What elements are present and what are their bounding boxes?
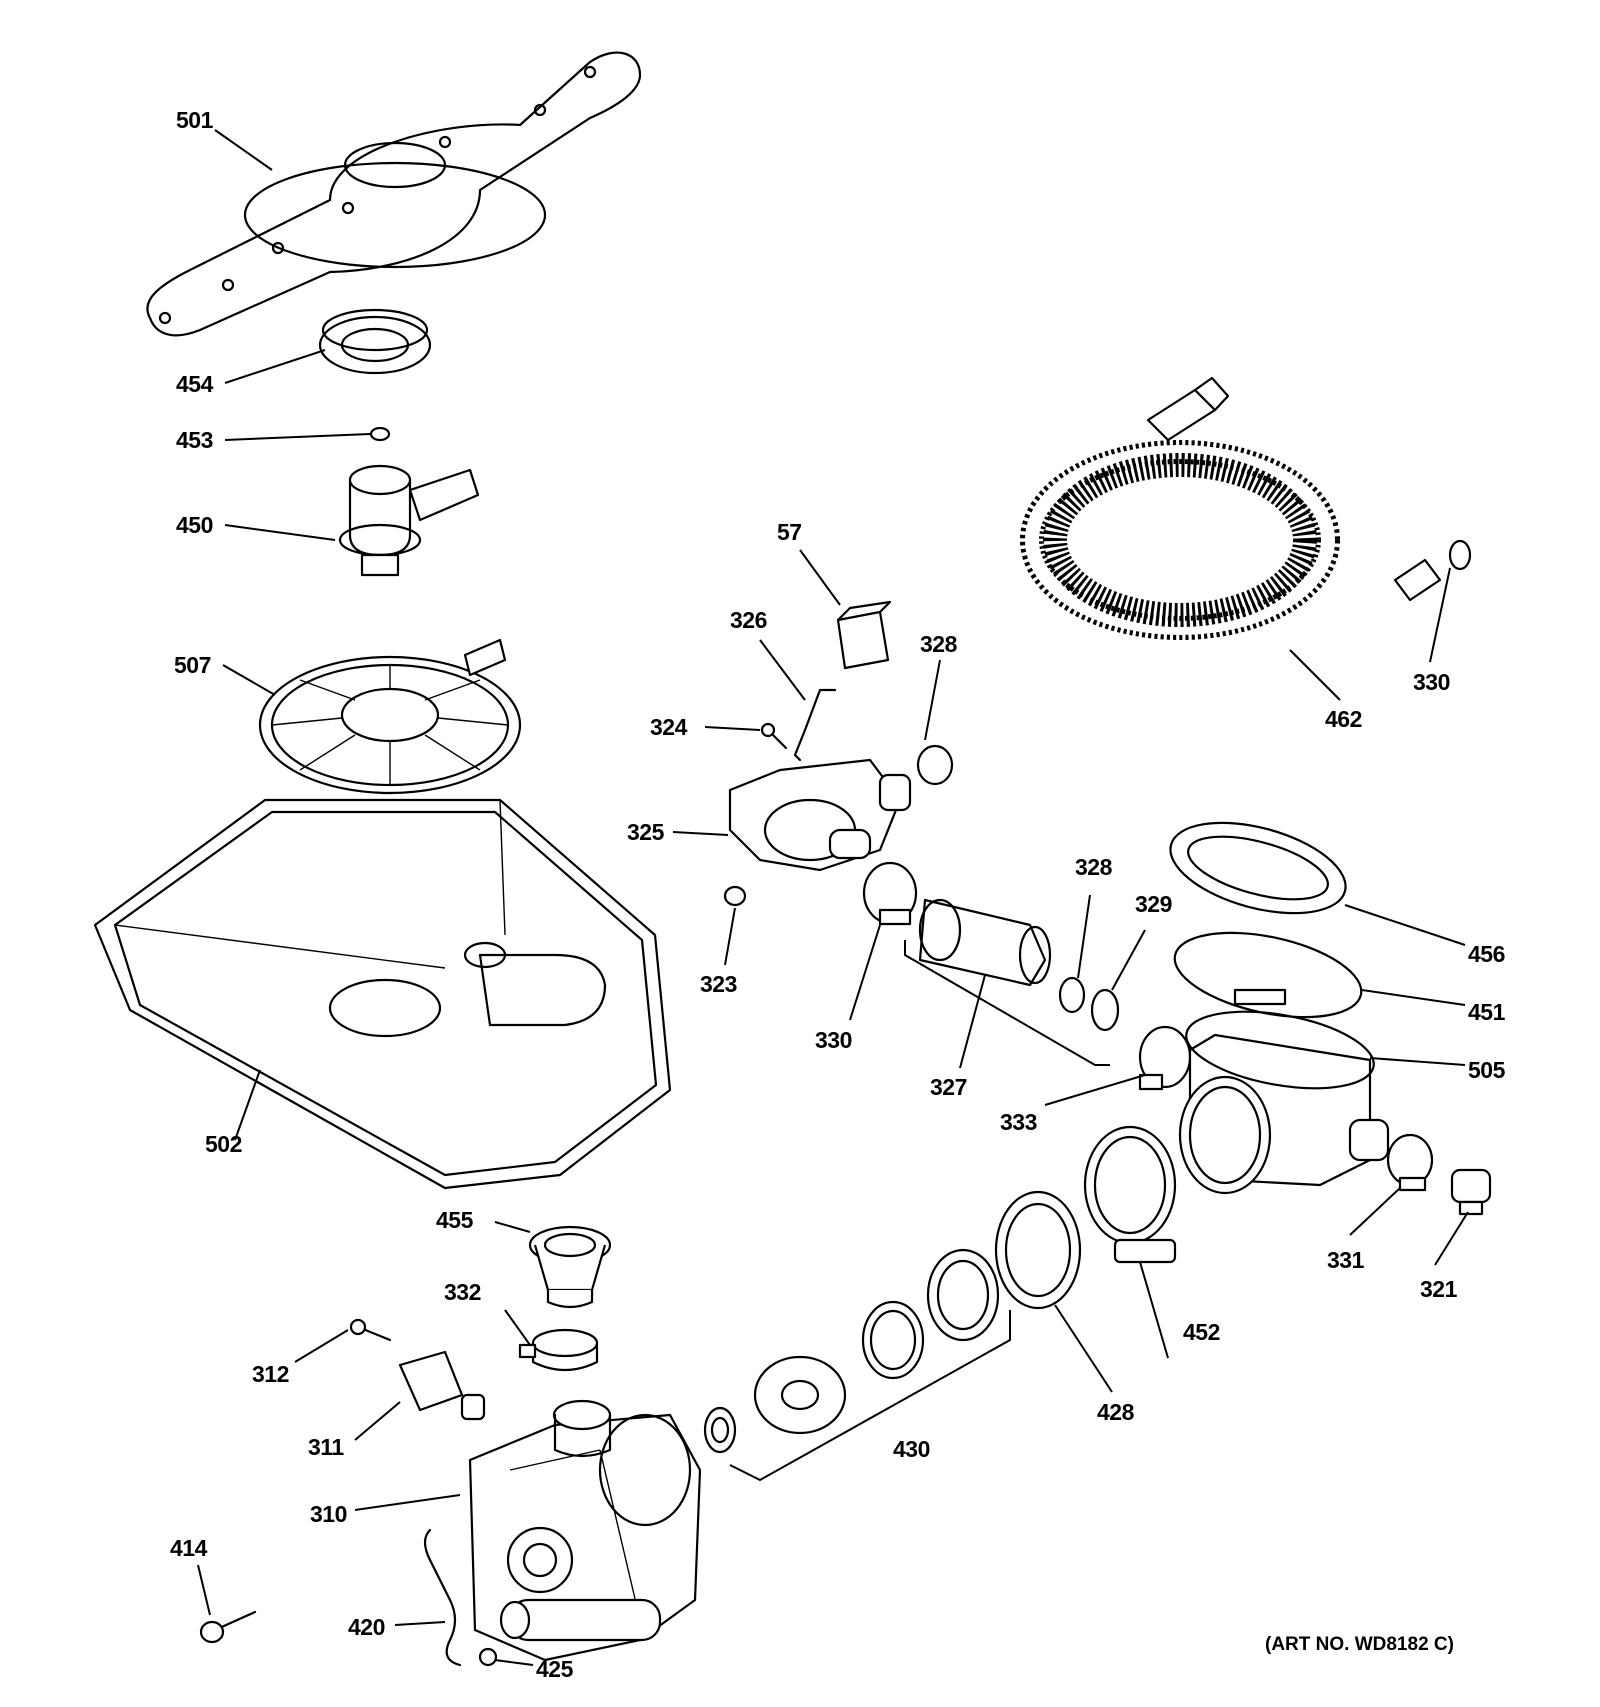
callout-501: 501 (176, 107, 214, 133)
part-455-boot (528, 1225, 612, 1309)
callout-328-upper: 328 (920, 631, 958, 657)
callout-330-middle: 330 (815, 1027, 852, 1053)
part-428-seal (994, 1190, 1082, 1310)
part-502-sump-tray (93, 798, 672, 1190)
callout-452: 452 (1183, 1319, 1220, 1345)
part-507-filter (258, 638, 522, 795)
callout-428: 428 (1097, 1399, 1135, 1425)
part-452-clamp (1083, 1125, 1177, 1264)
callout-420: 420 (348, 1614, 385, 1640)
callout-455: 455 (436, 1207, 474, 1233)
callout-326: 326 (730, 607, 767, 633)
part-324-screw (760, 722, 788, 750)
part-330-clamp-middle (862, 861, 918, 926)
art-number: (ART NO. WD8182 C) (1265, 1634, 1454, 1655)
part-333-clamp (1138, 1025, 1192, 1091)
callout-328-lower: 328 (1075, 854, 1113, 880)
callout-454: 454 (176, 371, 214, 397)
part-326-wire (793, 688, 837, 762)
part-430-impeller-assembly (703, 1248, 1000, 1454)
callout-507: 507 (174, 652, 211, 678)
callout-325: 325 (627, 819, 665, 845)
callout-505: 505 (1468, 1057, 1506, 1083)
callout-450: 450 (176, 512, 213, 538)
part-454-bearing-ring (318, 308, 432, 375)
callout-311: 311 (308, 1434, 344, 1460)
part-425-grommet (478, 1647, 498, 1667)
part-451-clamp-ring (1173, 931, 1363, 1019)
part-311-sensor (398, 1350, 486, 1421)
callout-425: 425 (536, 1656, 574, 1682)
bracket-327 (904, 940, 1110, 1066)
leader-lines (197, 129, 1469, 1666)
callout-462: 462 (1325, 706, 1362, 732)
callout-327: 327 (930, 1074, 967, 1100)
callout-502: 502 (205, 1131, 242, 1157)
part-328-ring-upper (916, 744, 954, 786)
part-414-screw (199, 1610, 257, 1644)
part-505-housing (1178, 1010, 1390, 1195)
part-328-ring-lower (1058, 976, 1086, 1014)
callout-312: 312 (252, 1361, 289, 1387)
callout-57: 57 (777, 519, 802, 545)
part-501-spray-arm (146, 51, 642, 337)
part-420-wire (423, 1528, 462, 1667)
part-332-clamp (518, 1328, 599, 1372)
callout-labels: 501 454 453 450 507 502 455 332 312 311 … (170, 107, 1506, 1682)
callout-324: 324 (650, 714, 688, 740)
callout-430: 430 (893, 1436, 930, 1462)
callout-331: 331 (1327, 1247, 1365, 1273)
part-325-valve (728, 758, 912, 872)
callout-333: 333 (1000, 1109, 1037, 1135)
callout-414: 414 (170, 1535, 208, 1561)
callout-453: 453 (176, 427, 213, 453)
part-453-o-ring (369, 426, 391, 442)
part-57-block (836, 600, 892, 670)
part-323-plug (723, 885, 747, 907)
part-312-screw (349, 1318, 392, 1342)
callout-329: 329 (1135, 891, 1172, 917)
callout-321: 321 (1420, 1276, 1458, 1302)
part-329-adapter (1090, 988, 1120, 1032)
part-331-clamp (1386, 1133, 1434, 1192)
callout-332: 332 (444, 1279, 481, 1305)
part-462-drain-hose (1020, 376, 1472, 640)
part-327-hose (918, 898, 1052, 987)
part-450-manifold (338, 464, 480, 577)
callout-451: 451 (1468, 999, 1506, 1025)
callout-323: 323 (700, 971, 737, 997)
part-310-pump-motor (468, 1399, 702, 1662)
callout-330-upper: 330 (1413, 669, 1450, 695)
callout-456: 456 (1468, 941, 1505, 967)
callout-310: 310 (310, 1501, 347, 1527)
bracket-430 (729, 1310, 1011, 1482)
part-321-sensor (1450, 1168, 1492, 1216)
part-456-seal (1169, 821, 1347, 915)
